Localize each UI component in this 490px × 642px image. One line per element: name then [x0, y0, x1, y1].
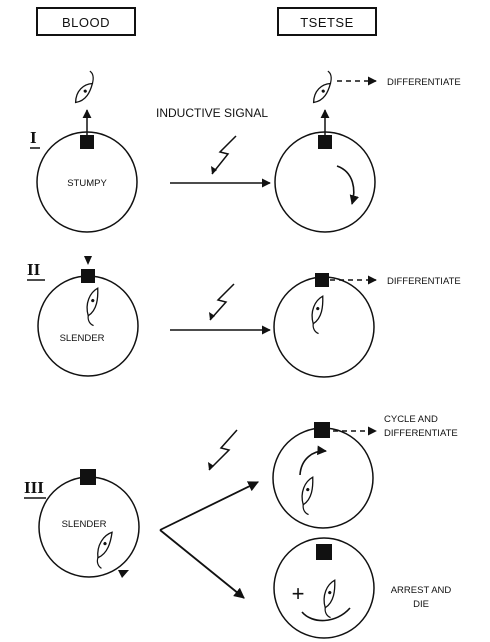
row-numeral-i: I	[30, 128, 37, 147]
row-numeral-iii: III	[24, 478, 44, 497]
lightning-icon-i	[211, 135, 237, 175]
arrowhead-marker-icon	[118, 570, 129, 578]
cell-cycle-arrow	[336, 165, 359, 205]
branch-arrow-down	[159, 529, 245, 599]
released-trypanosome-icon	[74, 70, 94, 104]
plus-sign-icon: +	[292, 581, 305, 606]
inductive-signal-label: INDUCTIVE SIGNAL	[156, 106, 268, 120]
row-numeral-ii: II	[27, 260, 41, 279]
svg-text:STUMPY: STUMPY	[67, 178, 107, 189]
svg-text:SLENDER: SLENDER	[62, 519, 107, 530]
outcome-iii-top-line1: CYCLE AND	[384, 414, 438, 425]
arrowhead-marker-icon	[84, 256, 92, 265]
stumpy-cell-tsetse	[274, 70, 376, 233]
outcome-ii: DIFFERENTIATE	[387, 276, 461, 287]
blood-header: BLOOD	[36, 7, 136, 36]
slender-cell-blood-iii: SLENDER	[38, 469, 140, 578]
svg-text:TSETSE: TSETSE	[300, 15, 354, 30]
arrested-cell-tsetse: +	[273, 537, 375, 639]
svg-text:BLOOD: BLOOD	[62, 15, 110, 30]
svg-text:SLENDER: SLENDER	[60, 333, 105, 344]
outcome-iii-bottom-line1: ARREST AND	[391, 585, 452, 596]
outcome-i: DIFFERENTIATE	[387, 77, 461, 88]
branch-arrow-up	[159, 481, 259, 531]
kinetoplast-marker	[80, 135, 94, 149]
outcome-iii-top-line2: DIFFERENTIATE	[384, 428, 458, 439]
tsetse-header: TSETSE	[277, 7, 377, 36]
stumpy-cell-blood: STUMPY	[36, 70, 138, 233]
lightning-icon-ii	[209, 283, 235, 321]
outcome-iii-bottom-line2: DIE	[413, 599, 429, 610]
cycling-cell-tsetse	[272, 422, 374, 529]
slender-cell-blood-ii: SLENDER	[37, 256, 139, 377]
lightning-icon-iii	[208, 429, 238, 471]
slender-cell-tsetse-ii	[273, 273, 375, 378]
